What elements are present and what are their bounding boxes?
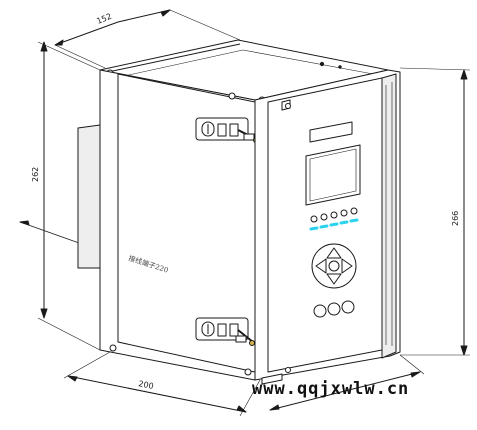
indicator-leds (310, 207, 358, 223)
dim-height-right (399, 67, 471, 356)
dim-front-bottom (269, 354, 425, 411)
housing-side (99, 69, 269, 383)
dim-width-bottom (63, 351, 261, 417)
dim-height-right-text: 266 (451, 211, 460, 226)
dim-height-left (37, 41, 101, 351)
dim-depth-top (54, 9, 241, 69)
front-label-slot (309, 121, 353, 143)
watermark-text: www.qqjxwlw.cn (252, 379, 409, 399)
terminal-lower (195, 317, 259, 347)
arrow-keypad (311, 243, 357, 289)
dim-height-left-text: 262 (31, 167, 40, 182)
arrow-up-icon (326, 247, 342, 259)
arrow-left-icon (315, 258, 327, 274)
terminal-upper (195, 117, 263, 143)
arrow-down-icon (326, 273, 342, 285)
function-buttons (313, 300, 355, 318)
dim-width-bottom-text: 200 (138, 379, 155, 391)
indicator-cyan-bars (309, 218, 359, 231)
dim-depth-top-text: 152 (95, 12, 113, 26)
rear-mount-plate (77, 124, 101, 269)
lcd-display (305, 144, 361, 206)
arrow-right-icon (341, 258, 353, 274)
